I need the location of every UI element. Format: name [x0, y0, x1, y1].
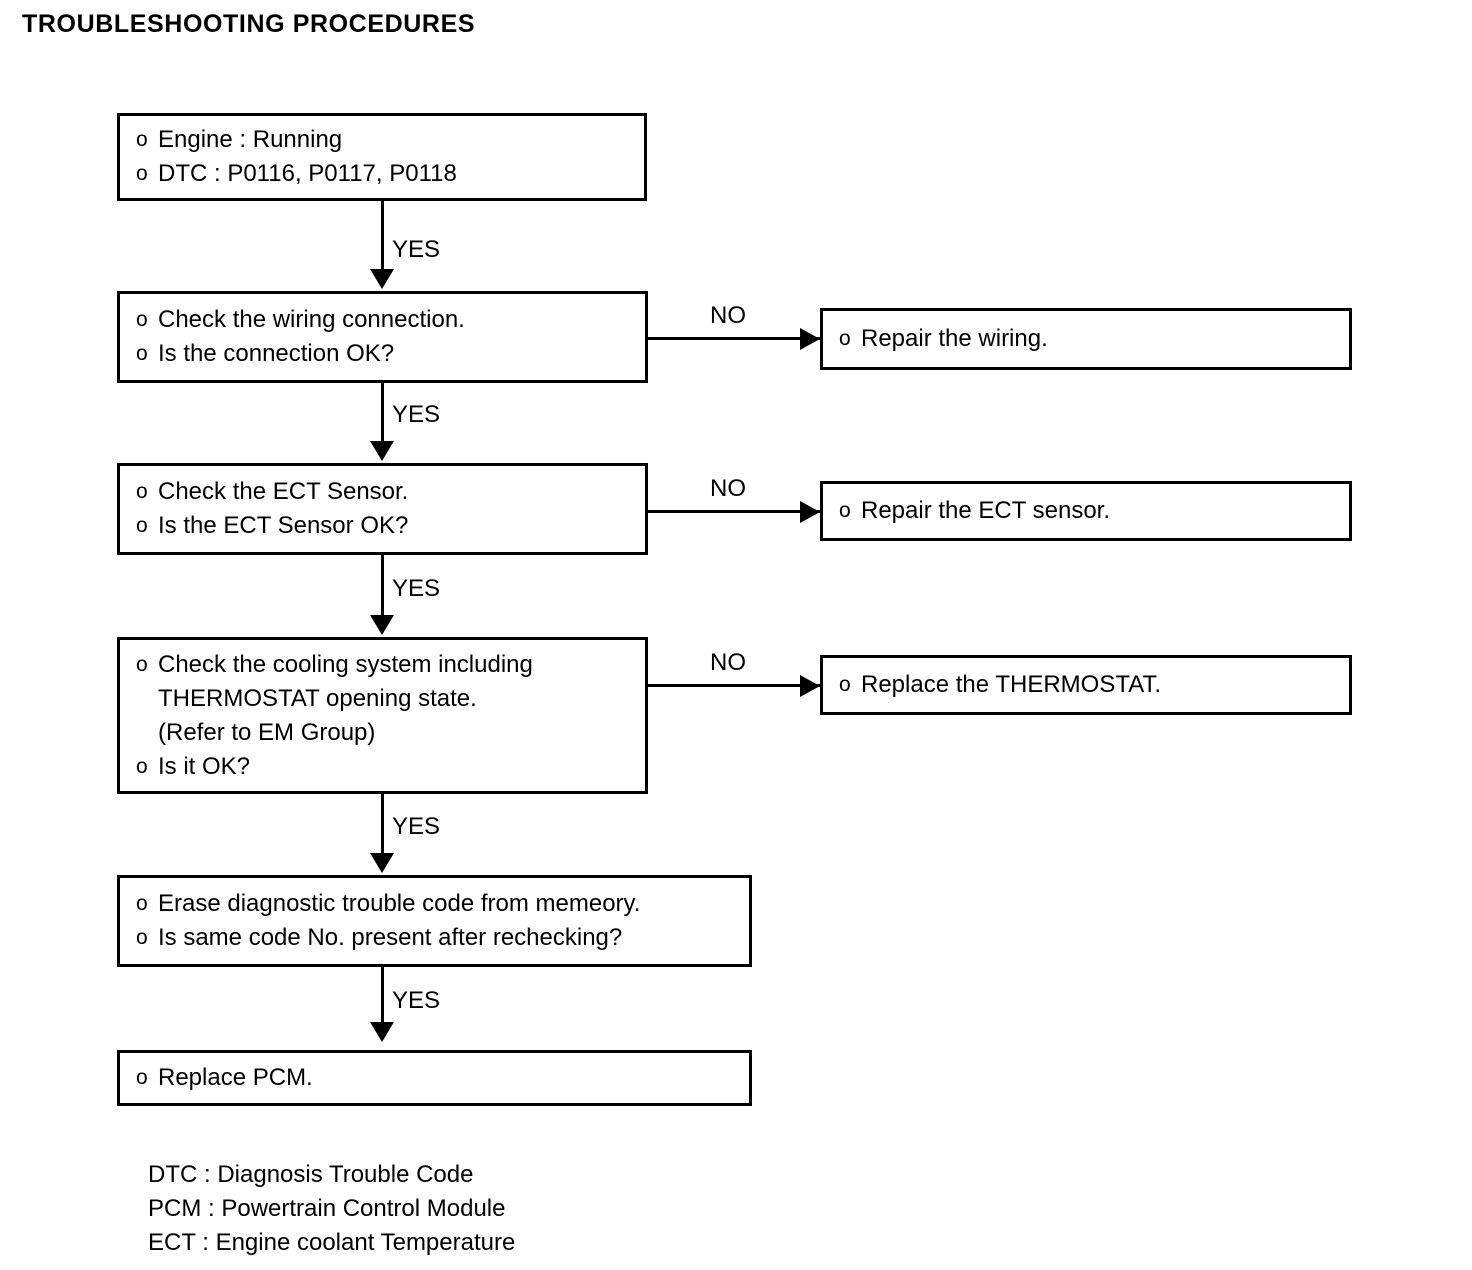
flow-node-check-wiring: o Check the wiring connection. o Is the …: [117, 291, 648, 383]
node-line-text: Engine : Running: [158, 126, 343, 153]
bullet-icon: o: [839, 673, 851, 696]
bullet-icon: o: [839, 327, 851, 350]
connector-ect-to-cooling: [381, 555, 384, 620]
edge-label-ect-no: NO: [710, 475, 746, 502]
node-line-text: Is it OK?: [158, 752, 251, 780]
edge-label-erase-to-pcm: YES: [392, 987, 441, 1014]
edge-label-cooling-to-erase: YES: [392, 813, 441, 840]
arrowhead-right-icon: [800, 501, 820, 523]
connector-wiring-to-ect: [381, 383, 384, 446]
bullet-icon: o: [136, 128, 148, 151]
flow-node-replace-pcm: o Replace PCM.: [117, 1050, 752, 1106]
flow-node-erase-dtc: o Erase diagnostic trouble code from mem…: [117, 875, 752, 967]
node-line: o Repair the wiring.: [823, 322, 1349, 356]
page-title: TROUBLESHOOTING PROCEDURES: [22, 10, 476, 38]
abbreviation-legend: DTC : Diagnosis Trouble Code PCM : Power…: [148, 1158, 515, 1260]
bullet-icon: o: [136, 308, 148, 331]
node-line-text: Check the wiring connection.: [158, 306, 465, 333]
node-line-text: Repair the wiring.: [861, 325, 1048, 352]
connector-ect-to-repair-ect: [648, 510, 824, 513]
node-line-text: Repair the ECT sensor.: [861, 497, 1111, 524]
bullet-icon: o: [136, 1066, 148, 1089]
bullet-icon: o: [136, 514, 148, 537]
arrowhead-down-icon: [370, 853, 394, 873]
node-line-text: Is same code No. present after recheckin…: [158, 924, 623, 951]
node-line: o Check the wiring connection.: [120, 303, 645, 337]
node-line-text: (Refer to EM Group): [158, 718, 376, 746]
node-line: o (Refer to EM Group): [120, 716, 645, 750]
arrowhead-right-icon: [800, 328, 820, 350]
node-line-text: Erase diagnostic trouble code from memeo…: [158, 890, 641, 917]
node-line: o Is it OK?: [120, 750, 645, 784]
node-line-text: Is the connection OK?: [158, 340, 395, 367]
bullet-icon: o: [136, 342, 148, 365]
connector-cooling-to-replace-thermostat: [648, 684, 824, 687]
arrowhead-down-icon: [370, 441, 394, 461]
flow-node-start: o Engine : Running o DTC : P0116, P0117,…: [117, 113, 647, 201]
bullet-icon: o: [136, 892, 148, 915]
edge-label-cooling-no: NO: [710, 649, 746, 676]
edge-label-wiring-to-ect: YES: [392, 401, 441, 428]
node-line: o THERMOSTAT opening state.: [120, 682, 645, 716]
node-line: o DTC : P0116, P0117, P0118: [120, 157, 644, 191]
bullet-icon: o: [136, 926, 148, 949]
node-line-text: Check the ECT Sensor.: [158, 478, 409, 505]
node-line-text: DTC : P0116, P0117, P0118: [158, 160, 457, 187]
node-line-text: Replace the THERMOSTAT.: [861, 671, 1162, 698]
flow-node-repair-ect-sensor: o Repair the ECT sensor.: [820, 481, 1352, 541]
legend-line-pcm: PCM : Powertrain Control Module: [148, 1195, 506, 1222]
connector-wiring-to-repair-wiring: [648, 337, 824, 340]
node-line-text: THERMOSTAT opening state.: [158, 684, 477, 712]
node-line: o Check the cooling system including: [120, 648, 645, 682]
node-line-text: Check the cooling system including: [158, 650, 533, 678]
arrowhead-down-icon: [370, 1022, 394, 1042]
edge-label-ect-to-cooling: YES: [392, 575, 441, 602]
node-line: o Is same code No. present after recheck…: [120, 921, 749, 955]
arrowhead-down-icon: [370, 269, 394, 289]
flow-node-check-ect-sensor: o Check the ECT Sensor. o Is the ECT Sen…: [117, 463, 648, 555]
flow-node-repair-wiring: o Repair the wiring.: [820, 308, 1352, 370]
legend-line-ect: ECT : Engine coolant Temperature: [148, 1229, 516, 1256]
edge-label-wiring-no: NO: [710, 302, 746, 329]
edge-label-start-to-wiring: YES: [392, 236, 441, 263]
arrowhead-down-icon: [370, 615, 394, 635]
flow-node-check-cooling-system: o Check the cooling system including o T…: [117, 637, 648, 794]
node-line-text: Is the ECT Sensor OK?: [158, 512, 409, 539]
node-line-text: Replace PCM.: [158, 1064, 313, 1091]
bullet-icon: o: [136, 162, 148, 185]
node-line: o Is the connection OK?: [120, 337, 645, 371]
arrowhead-right-icon: [800, 675, 820, 697]
legend-line-dtc: DTC : Diagnosis Trouble Code: [148, 1161, 474, 1188]
node-line: o Replace PCM.: [120, 1061, 749, 1095]
node-line: o Is the ECT Sensor OK?: [120, 509, 645, 543]
flow-node-replace-thermostat: o Replace the THERMOSTAT.: [820, 655, 1352, 715]
connector-erase-to-pcm: [381, 967, 384, 1025]
bullet-icon: o: [136, 754, 148, 778]
connector-start-to-wiring: [381, 201, 384, 273]
node-line: o Replace the THERMOSTAT.: [823, 668, 1349, 702]
node-line: o Repair the ECT sensor.: [823, 494, 1349, 528]
bullet-icon: o: [136, 480, 148, 503]
node-line: o Erase diagnostic trouble code from mem…: [120, 887, 749, 921]
connector-cooling-to-erase: [381, 794, 384, 858]
node-line: o Check the ECT Sensor.: [120, 475, 645, 509]
node-line: o Engine : Running: [120, 123, 644, 157]
bullet-icon: o: [136, 652, 148, 676]
bullet-icon: o: [839, 499, 851, 522]
